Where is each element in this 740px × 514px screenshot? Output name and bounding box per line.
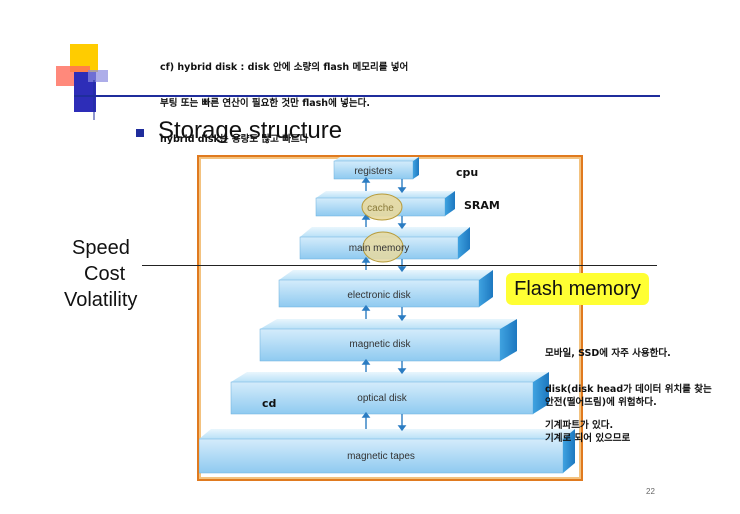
tier-label-registers: registers bbox=[354, 166, 393, 177]
label-volatility: Volatility bbox=[64, 289, 138, 311]
storage-hierarchy-diagram bbox=[199, 157, 575, 474]
title-bullet bbox=[136, 129, 144, 137]
tier-label-cache: cache bbox=[367, 203, 394, 214]
tier-registers-box bbox=[333, 157, 419, 180]
tier-label-main-memory: main memory bbox=[348, 243, 410, 254]
tier-label-magnetic-tapes: magnetic tapes bbox=[347, 451, 415, 462]
note-mobile-ssd: 모바일, SSD에 자주 사용한다. disk(disk head가 데이터 위… bbox=[545, 324, 712, 444]
note-hybrid-line-1: cf) hybrid disk : disk 안에 소량의 flash 메모리를… bbox=[160, 62, 409, 73]
flash-memory-callout: Flash memory bbox=[506, 273, 649, 305]
tier-label-optical-disk: optical disk bbox=[357, 393, 407, 404]
note-hybrid-line-3: hybrid disk는 용량도 많고 빠르다 bbox=[160, 134, 309, 145]
highlight-ellipse-main-memory bbox=[362, 231, 404, 263]
tier-magnetic-disk-box bbox=[259, 319, 517, 362]
tier-magnetic-tapes-box bbox=[199, 429, 575, 474]
tier-label-magnetic-disk: magnetic disk bbox=[349, 339, 411, 350]
note-safety-line-2: 기계로 되어 있으므로 bbox=[545, 433, 631, 444]
tier-label-electronic-disk: electronic disk bbox=[347, 290, 411, 301]
note-mobile-line-2: disk(disk head가 데이터 위치를 찾는 bbox=[545, 384, 712, 395]
label-cost: Cost bbox=[84, 263, 126, 285]
tier-electronic-disk-box bbox=[278, 270, 493, 308]
diagram-frame bbox=[197, 155, 583, 481]
header-rule bbox=[104, 95, 660, 97]
page-number: 22 bbox=[646, 487, 655, 496]
label-cd: cd bbox=[262, 397, 277, 410]
label-speed: Speed bbox=[72, 237, 130, 259]
highlight-ellipse-cache bbox=[361, 193, 403, 221]
note-hybrid-disk: cf) hybrid disk : disk 안에 소량의 flash 메모리를… bbox=[160, 38, 408, 158]
note-safety-line-1: 안전(떨어뜨림)에 위험하다. bbox=[545, 397, 657, 408]
label-sram: SRAM bbox=[464, 199, 500, 212]
note-mobile-line-1: 모바일, SSD에 자주 사용한다. bbox=[545, 348, 671, 359]
divider-line bbox=[142, 265, 657, 266]
slide-title: Storage structure bbox=[158, 117, 343, 144]
label-cpu: cpu bbox=[456, 166, 479, 179]
tier-optical-disk-box bbox=[230, 372, 549, 415]
tier-arrows bbox=[361, 176, 407, 432]
note-hybrid-line-2: 부팅 또는 빠른 연산이 필요한 것만 flash에 넣는다. bbox=[160, 98, 370, 109]
note-mobile-line-3: 기계파트가 있다. bbox=[545, 420, 614, 431]
slide-logo bbox=[56, 44, 128, 120]
note-safety: 안전(떨어뜨림)에 위험하다. 기계로 되어 있으므로 bbox=[545, 373, 657, 457]
